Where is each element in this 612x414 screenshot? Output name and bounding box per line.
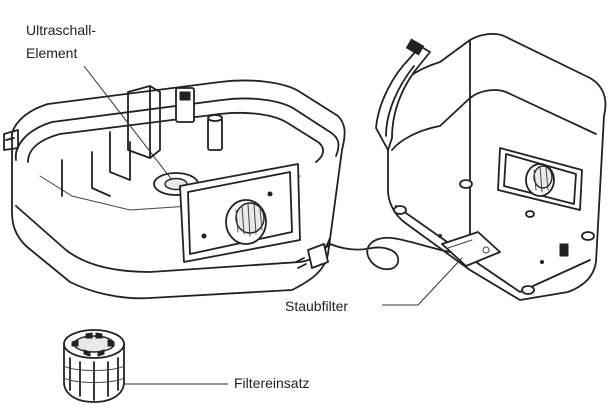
tank-screw bbox=[525, 210, 535, 218]
power-cord bbox=[317, 236, 451, 271]
tank-handle[interactable] bbox=[375, 38, 431, 151]
dust-filter-cover bbox=[441, 231, 501, 267]
water-tank bbox=[295, 33, 607, 301]
control-panel-inner bbox=[187, 171, 293, 255]
tank-foot bbox=[459, 179, 473, 189]
leader-ultraschall bbox=[83, 65, 173, 181]
power-plug bbox=[295, 243, 329, 269]
float-column bbox=[207, 117, 223, 151]
tank-body bbox=[387, 33, 607, 301]
tray-partition bbox=[91, 151, 111, 197]
filter-cartridge bbox=[63, 329, 125, 403]
tray-partition-2 bbox=[109, 131, 131, 181]
power-socket bbox=[3, 129, 19, 151]
label-ultraschall-line1: Ultraschall- bbox=[26, 22, 97, 38]
label-staubfilter: Staubfilter bbox=[285, 298, 349, 314]
tank-foot bbox=[581, 231, 595, 241]
sensor-top bbox=[179, 91, 191, 101]
power-indicator bbox=[201, 233, 207, 239]
right-control-knob[interactable] bbox=[525, 163, 555, 197]
tank-foot bbox=[521, 285, 535, 295]
left-control-knob[interactable] bbox=[225, 199, 267, 245]
label-filtereinsatz: Filtereinsatz bbox=[234, 375, 310, 391]
tank-foot bbox=[393, 205, 407, 215]
base-tray-rim-inner bbox=[27, 111, 324, 163]
label-ultraschall-line2: Element bbox=[26, 45, 78, 61]
rating-label bbox=[559, 243, 569, 257]
base-tray bbox=[3, 79, 346, 300]
float-column-top bbox=[207, 114, 223, 122]
leader-staubfilter bbox=[382, 257, 463, 306]
tank-bottom-face bbox=[395, 205, 591, 293]
base-tray-rim-outer bbox=[15, 97, 340, 161]
